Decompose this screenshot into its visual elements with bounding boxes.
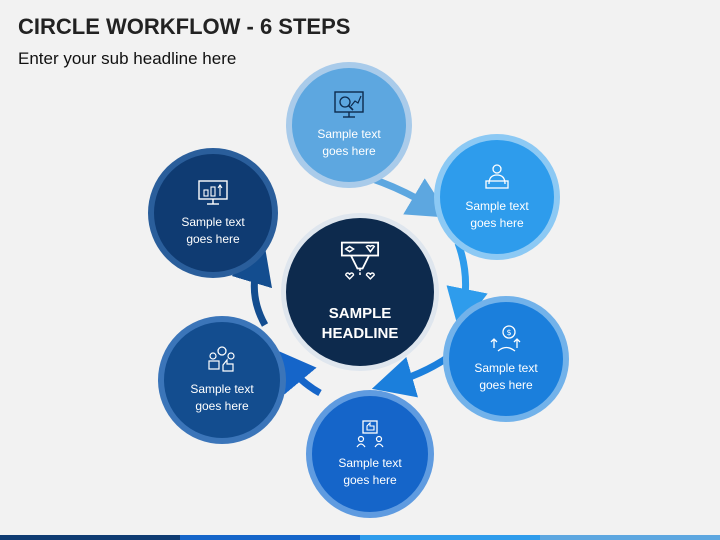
footer-accent-bar — [0, 535, 720, 540]
step-2-text: Sample text goes here — [465, 199, 529, 230]
step-circle-3: $ Sample text goes here — [443, 296, 569, 422]
step-1-text: Sample text goes here — [317, 127, 381, 158]
connector-2-3 — [446, 241, 488, 331]
thumbs-up-people-icon — [356, 420, 384, 448]
analytics-monitor-icon — [334, 91, 364, 118]
connected-hearts-icon — [340, 241, 380, 280]
center-circle: SAMPLE HEADLINE — [281, 213, 439, 371]
center-headline-line1: SAMPLE — [328, 305, 392, 322]
center-headline-line2: HEADLINE — [321, 325, 399, 342]
connector-5-6 — [231, 241, 273, 327]
step-3-text: Sample text goes here — [474, 361, 538, 392]
step-circle-1: Sample text goes here — [286, 62, 412, 188]
svg-text:$: $ — [506, 328, 511, 337]
step-circle-6: Sample text goes here — [148, 148, 278, 278]
page-subtitle: Enter your sub headline here — [18, 49, 237, 68]
step-circle-5: Sample text goes here — [158, 316, 286, 444]
page-title: CIRCLE WORKFLOW - 6 STEPS — [18, 14, 351, 39]
money-growth-icon: $ — [490, 325, 521, 352]
chart-monitor-icon — [198, 180, 228, 205]
step-5-text: Sample text goes here — [190, 382, 254, 413]
team-thumbs-up-icon — [208, 346, 235, 372]
step-4-text: Sample text goes here — [338, 456, 402, 487]
step-6-text: Sample text goes here — [181, 215, 245, 246]
step-circle-2: Sample text goes here — [434, 134, 560, 260]
person-at-laptop-icon — [485, 164, 509, 189]
connector-4-5 — [273, 348, 322, 397]
step-circle-4: Sample text goes here — [306, 390, 434, 518]
